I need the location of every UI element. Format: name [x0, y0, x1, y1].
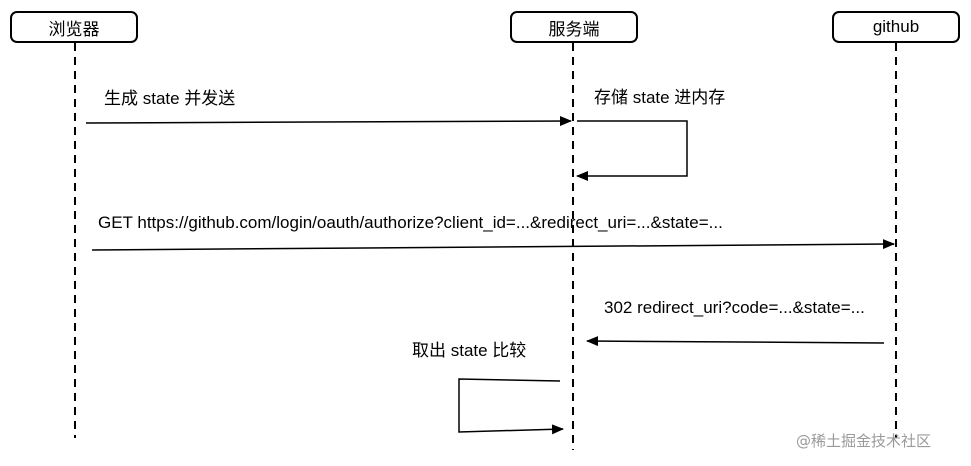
message-redirect-callback: 302 redirect_uri?code=...&state=... — [604, 298, 865, 317]
actor-server: 服务端 — [510, 11, 638, 43]
arrow-server-self-loop — [576, 120, 688, 181]
arrow-github-to-server — [586, 336, 885, 347]
message-authorize-request: GET https://github.com/login/oauth/autho… — [98, 213, 723, 232]
message-generate-state: 生成 state 并发送 — [104, 89, 236, 108]
arrow-server-self-check — [458, 378, 564, 435]
watermark: @稀土掘金技术社区 — [796, 432, 932, 450]
arrow-browser-to-github — [91, 239, 895, 251]
actor-browser: 浏览器 — [10, 11, 138, 43]
actor-github: github — [832, 11, 960, 43]
arrow-browser-to-server — [85, 116, 572, 127]
message-store-state: 存储 state 进内存 — [594, 88, 726, 107]
message-compare-state: 取出 state 比较 — [412, 341, 527, 360]
